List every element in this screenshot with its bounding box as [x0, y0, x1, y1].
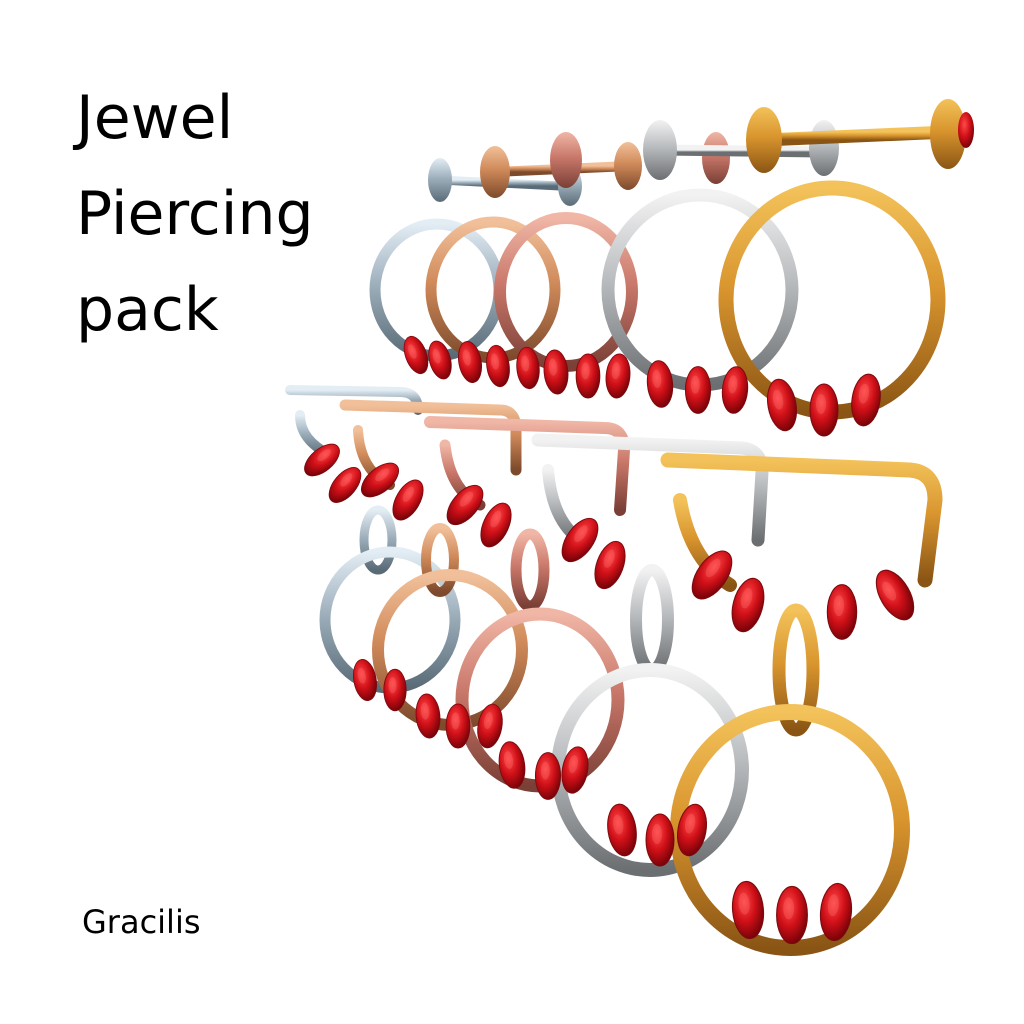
hanging-ring-row [319, 505, 910, 956]
product-title: Jewel Piercing pack [76, 70, 314, 358]
creator-credit: Gracilis [82, 903, 201, 941]
barbell-row [428, 99, 974, 206]
title-line-3: pack [76, 275, 219, 345]
title-line-1: Jewel [76, 83, 234, 153]
hook-pendant-row [285, 385, 943, 640]
title-line-2: Piercing [76, 179, 314, 249]
captive-ring-row [369, 180, 946, 437]
